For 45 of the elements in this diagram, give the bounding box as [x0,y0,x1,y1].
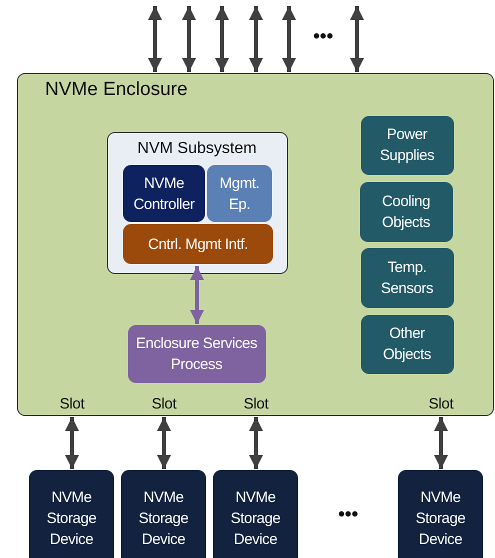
double-arrow [65,417,79,469]
interface-box [123,224,273,264]
ellipsis: ••• [338,504,358,526]
object-box [360,248,454,308]
enclosure-panel [17,73,494,416]
endpoint-box [207,165,272,222]
storage-device-box [121,470,206,558]
double-arrow [182,6,196,72]
box-label: Other Objects [382,324,432,365]
slot-label: Slot [244,396,268,412]
box-label: Cooling Objects [380,192,432,232]
object-box [360,314,454,374]
box-label: NVMe Controller [132,174,196,214]
slot-label: Slot [428,396,454,412]
double-arrow [157,417,171,469]
box-label: NVMe Storage Device [230,488,282,550]
box-label: Mgmt. Ep. [218,174,260,214]
double-arrow [215,6,229,72]
box-label: NVMe Storage Device [138,488,190,550]
double-arrow [190,266,204,324]
storage-device-box [398,470,483,558]
double-arrow [282,6,296,72]
subsystem-box [106,132,288,274]
slot-label: Slot [60,396,84,412]
slot-label: Slot [152,396,176,412]
box-label: Power Supplies [378,125,436,166]
object-box [360,116,454,174]
box-label: Temp. Sensors [380,258,434,298]
box-label: Cntrl. Mgmt Intf. [147,234,249,254]
box-label: NVMe Storage Device [414,488,466,550]
box-label: Enclosure Services Process [134,334,258,374]
controller-box [123,165,205,222]
double-arrow [434,417,448,469]
double-arrow [350,6,364,72]
heading: NVMe Enclosure [45,79,188,101]
object-box [360,182,452,242]
process-box [128,324,266,382]
ellipsis: ••• [312,26,334,48]
heading: NVM Subsystem [137,140,257,158]
double-arrow [148,6,162,72]
double-arrow [249,417,263,469]
storage-device-box [213,470,298,558]
double-arrow [249,6,263,72]
storage-device-box [29,470,114,558]
box-label: NVMe Storage Device [46,488,98,550]
